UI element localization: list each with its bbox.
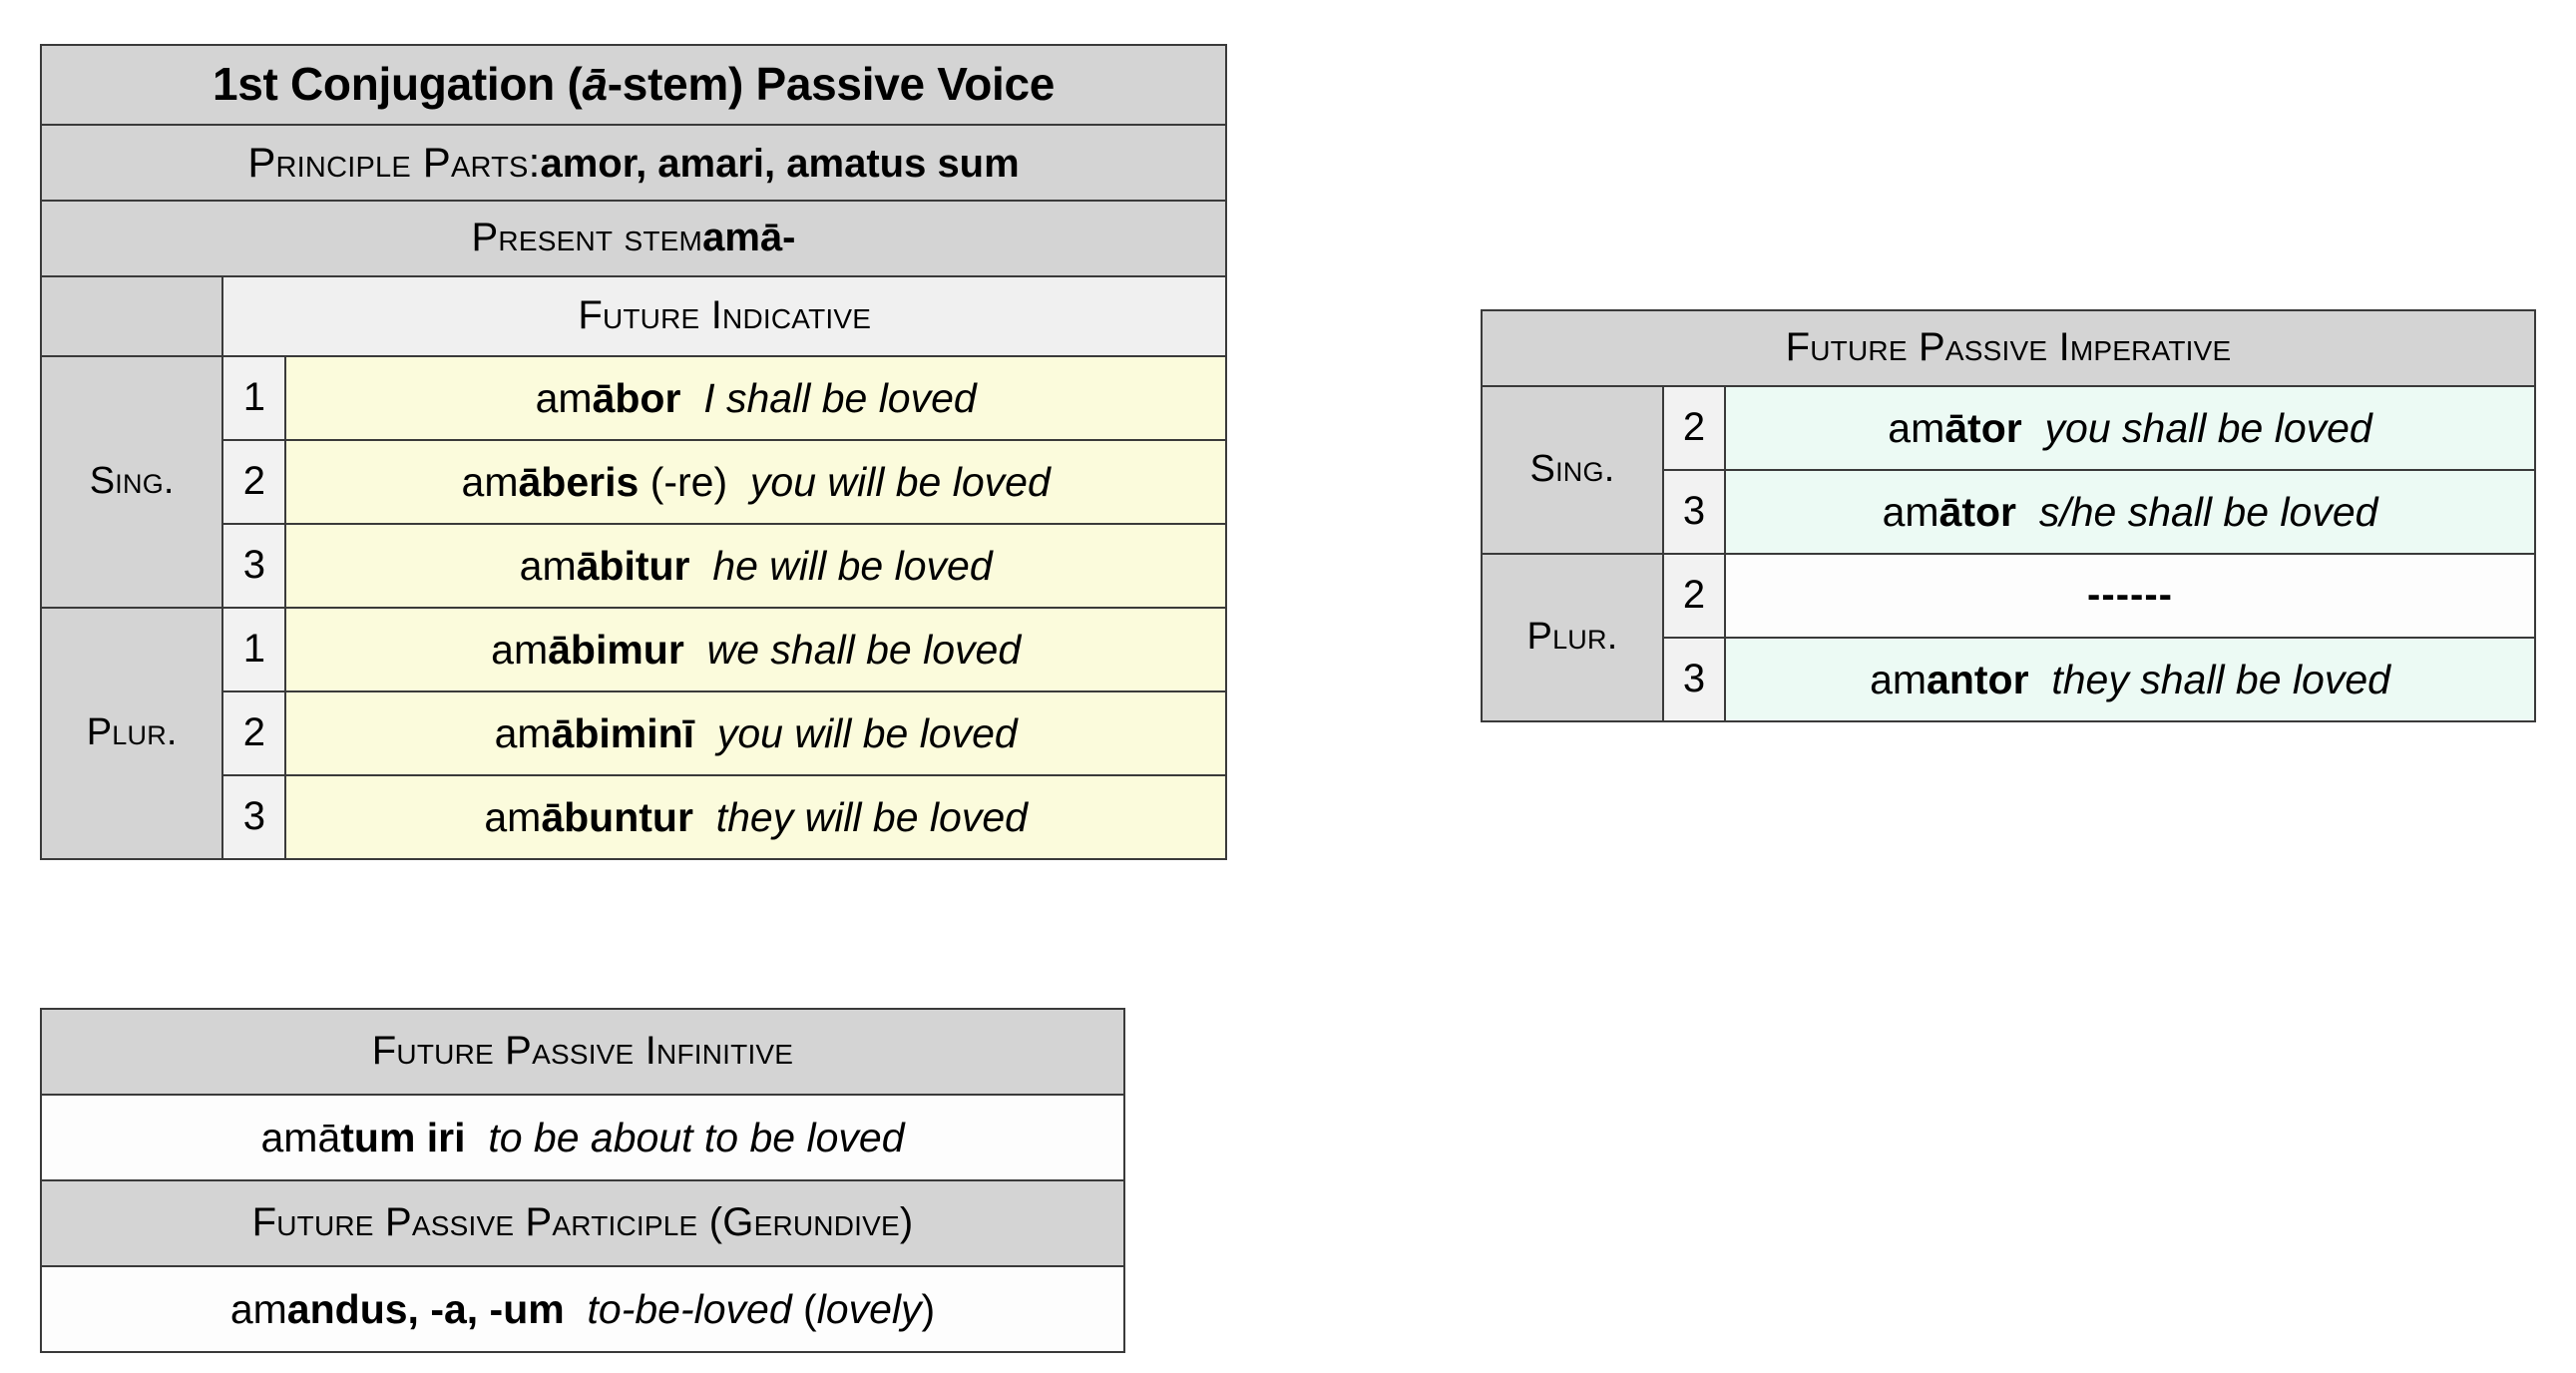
- future-passive-participle-header: Future Passive Participle (Gerundive): [40, 1179, 1125, 1267]
- person-number: 2: [221, 690, 287, 776]
- group-label-plural: Plur.: [1481, 553, 1664, 722]
- person-number: 1: [221, 355, 287, 441]
- empty-form-placeholder: ------: [1723, 553, 2537, 639]
- table-row: amābitur he will be loved: [284, 523, 1227, 609]
- person-number: 3: [221, 774, 287, 860]
- verb-translation: he will be loved: [712, 542, 993, 589]
- person-number: 2: [221, 439, 287, 525]
- verb-stem: amā: [260, 1114, 341, 1160]
- person-number: 2: [1662, 553, 1726, 639]
- verb-ending: antor: [1927, 656, 2029, 702]
- verb-translation: you shall be loved: [2044, 404, 2372, 451]
- person-number: 1: [221, 607, 287, 692]
- table-row: amābuntur they will be loved: [284, 774, 1227, 860]
- verb-stem: am: [519, 542, 577, 589]
- principle-parts-row: Principle Parts:amor, amari, amatus sum: [40, 124, 1227, 202]
- group-label-singular: Sing.: [39, 355, 224, 609]
- gloss-close: ): [921, 1285, 936, 1332]
- table-row: amātor s/he shall be loved: [1723, 469, 2537, 555]
- principle-parts-value: amor, amari, amatus sum: [540, 141, 1020, 186]
- verb-stem: am: [491, 626, 549, 673]
- verb-stem: am: [1882, 488, 1939, 535]
- verb-stem: am: [1870, 656, 1928, 702]
- verb-stem: am: [535, 374, 593, 421]
- verb-stem: am: [1888, 404, 1945, 451]
- table-row: amantor they shall be loved: [1723, 637, 2537, 722]
- title-post: -stem) Passive Voice: [607, 58, 1056, 111]
- verb-stem: am: [461, 458, 519, 505]
- corner-spacer: [39, 275, 224, 357]
- table-row: amābor I shall be loved: [284, 355, 1227, 441]
- future-indicative-table: 1st Conjugation (ā-stem) Passive Voice P…: [39, 44, 1227, 860]
- verb-translation: you will be loved: [749, 458, 1051, 505]
- verb-ending: ābor: [592, 374, 681, 421]
- future-passive-infinitive-table: Future Passive Infinitive amātum iri to …: [40, 1008, 1125, 1353]
- table-row: amābiminī you will be loved: [284, 690, 1227, 776]
- verb-stem: am: [484, 793, 542, 840]
- person-number: 2: [1662, 385, 1726, 471]
- person-number: 3: [1662, 637, 1726, 722]
- infinitive-row: amātum iri to be about to be loved: [40, 1094, 1125, 1181]
- table-row: amāberis (-re) you will be loved: [284, 439, 1227, 525]
- verb-translation: s/he shall be loved: [2038, 488, 2378, 535]
- person-number: 3: [1662, 469, 1726, 555]
- gloss-italic: lovely: [816, 1285, 922, 1332]
- verb-ending: andus, -a, -um: [286, 1285, 565, 1332]
- verb-ending: ātor: [1938, 488, 2017, 535]
- main-table-title: 1st Conjugation (ā-stem) Passive Voice: [40, 44, 1227, 126]
- verb-ending: ābuntur: [541, 793, 693, 840]
- verb-translation: you will be loved: [716, 709, 1018, 756]
- table-row: amābimur we shall be loved: [284, 607, 1227, 692]
- verb-ending: āberis: [518, 458, 640, 505]
- verb-translation: I shall be loved: [703, 374, 977, 421]
- future-indicative-header: Future Indicative: [221, 275, 1227, 357]
- group-label-singular: Sing.: [1481, 385, 1664, 555]
- verb-ending: ābiminī: [551, 709, 695, 756]
- verb-translation: to-be-loved: [587, 1285, 792, 1332]
- gloss-open: (: [791, 1285, 817, 1332]
- present-stem-value: amā-: [702, 216, 796, 260]
- person-number: 3: [221, 523, 287, 609]
- verb-translation: we shall be loved: [706, 626, 1022, 673]
- verb-ending: tum iri: [340, 1114, 466, 1160]
- principle-parts-label: Principle Parts:: [247, 138, 541, 186]
- verb-translation: they will be loved: [715, 793, 1028, 840]
- verb-tail: (-re): [639, 458, 728, 505]
- verb-translation: they shall be loved: [2051, 656, 2390, 702]
- verb-ending: ābimur: [548, 626, 684, 673]
- title-pre: 1st Conjugation (: [212, 58, 583, 111]
- verb-translation: to be about to be loved: [488, 1114, 905, 1160]
- verb-ending: ātor: [1944, 404, 2022, 451]
- table-row: amātor you shall be loved: [1723, 385, 2537, 471]
- participle-row: amandus, -a, -um to-be-loved (lovely): [40, 1265, 1125, 1353]
- verb-ending: ābitur: [576, 542, 690, 589]
- present-stem-row: Present stemamā-: [40, 200, 1227, 277]
- future-passive-infinitive-header: Future Passive Infinitive: [40, 1008, 1125, 1096]
- future-passive-imperative-table: Future Passive Imperative Sing. 2 amātor…: [1480, 309, 2537, 722]
- present-stem-label: Present stem: [471, 216, 703, 260]
- future-passive-imperative-header: Future Passive Imperative: [1480, 309, 2537, 387]
- title-stem-italic: ā: [582, 58, 608, 111]
- verb-stem: am: [229, 1285, 287, 1332]
- verb-stem: am: [494, 709, 552, 756]
- group-label-plural: Plur.: [39, 607, 224, 860]
